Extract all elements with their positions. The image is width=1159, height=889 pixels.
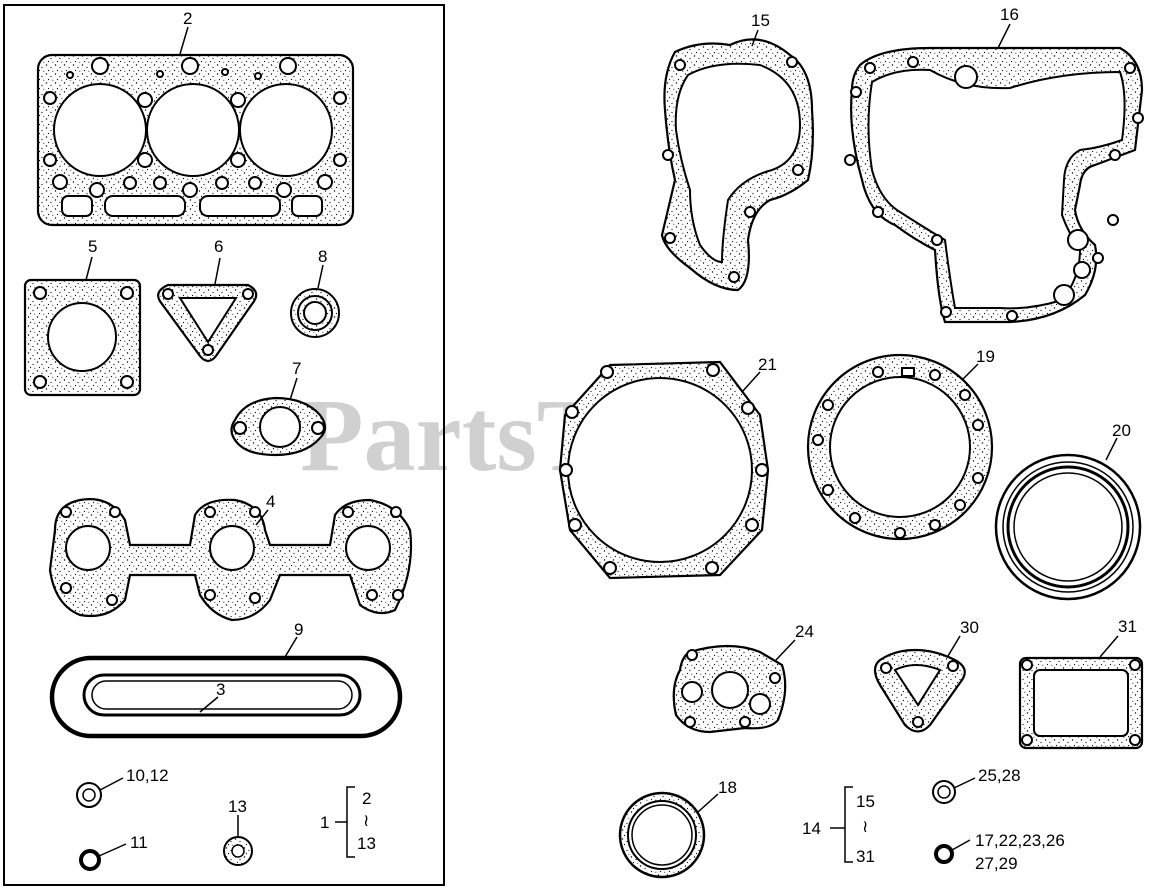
part-2-head-gasket <box>36 53 355 227</box>
leader-19 <box>961 363 979 381</box>
leader-25-28 <box>953 777 976 789</box>
kit-1-label: 1 <box>320 813 329 832</box>
leader-11 <box>98 843 127 857</box>
callout-2: 2 <box>183 9 192 28</box>
callout-11: 11 <box>130 833 148 852</box>
part-30-gasket <box>873 648 966 733</box>
leader-17 <box>951 839 971 851</box>
callout-6: 6 <box>214 237 223 256</box>
part-21-flywheel-housing-gasket <box>558 360 770 580</box>
part-15-water-pump-gasket <box>660 38 814 292</box>
part-16-gear-case-gasket <box>844 46 1144 324</box>
leader-8 <box>317 264 324 289</box>
part-20-oil-seal <box>994 453 1142 601</box>
callout-16: 16 <box>1000 5 1019 24</box>
kit-14-to: 31 <box>856 847 875 866</box>
kit-1-to: 13 <box>357 834 376 853</box>
leader-31 <box>1099 635 1119 658</box>
callout-20: 20 <box>1112 421 1131 440</box>
part-18-oil-seal <box>618 791 706 879</box>
callout-19: 19 <box>976 347 995 366</box>
kit-14-label: 14 <box>802 819 821 838</box>
part-31-cover-gasket <box>1018 656 1144 750</box>
leader-4 <box>255 509 269 526</box>
kit-14-bracket <box>830 786 853 863</box>
callout-9: 9 <box>294 620 303 639</box>
part-7-oval-gasket <box>230 396 327 457</box>
leader-5 <box>85 256 93 281</box>
callout-5: 5 <box>88 237 97 256</box>
leader-30 <box>947 635 961 657</box>
callout-31: 31 <box>1118 617 1137 636</box>
callout-18: 18 <box>718 778 737 797</box>
kit-14-from: 15 <box>856 792 875 811</box>
part-10-12-washer <box>76 782 102 808</box>
callout-7: 7 <box>292 359 301 378</box>
part-17-oring <box>934 844 954 864</box>
part-4-manifold-gasket <box>48 498 413 622</box>
kit-14-tilde: ≀ <box>862 817 868 836</box>
kit-1-from: 2 <box>362 789 371 808</box>
callout-25-28: 25,28 <box>978 766 1021 785</box>
callout-24: 24 <box>795 622 814 641</box>
left-panel-frame <box>3 4 445 886</box>
callout-17-line1: 17,22,23,26 <box>975 831 1065 850</box>
part-6-triangle-gasket <box>157 283 258 363</box>
leader-10-12 <box>99 777 124 791</box>
part-5-square-gasket <box>23 278 142 397</box>
part-9-outer-oring <box>49 655 403 739</box>
leader-6 <box>214 257 221 285</box>
part-11-oring <box>79 849 101 871</box>
kit-1-bracket <box>335 786 355 858</box>
part-19-round-gasket <box>806 353 994 541</box>
part-13-seal <box>223 836 253 866</box>
callout-4: 4 <box>266 492 275 511</box>
leader-24 <box>775 639 796 661</box>
callout-15: 15 <box>751 11 770 30</box>
leader-3 <box>199 696 219 713</box>
part-3-inner-oring <box>82 673 362 717</box>
leader-16 <box>997 23 1011 49</box>
callout-21: 21 <box>758 355 777 374</box>
leader-7 <box>289 377 298 401</box>
callout-10-12: 10,12 <box>126 766 169 785</box>
leader-20 <box>1105 437 1118 461</box>
leader-9 <box>284 636 298 658</box>
callout-8: 8 <box>318 247 327 266</box>
part-25-28-washer <box>932 780 956 804</box>
callout-13: 13 <box>228 797 247 816</box>
callout-30: 30 <box>960 618 979 637</box>
callout-3: 3 <box>216 680 225 699</box>
kit-1-tilde: ≀ <box>363 811 369 830</box>
leader-15 <box>751 29 759 47</box>
leader-21 <box>741 371 761 393</box>
callout-17-line2: 27,29 <box>975 854 1018 873</box>
part-8-oil-seal <box>290 288 340 338</box>
part-24-gasket <box>672 644 787 734</box>
leader-2 <box>179 26 189 55</box>
leader-18 <box>697 793 719 813</box>
